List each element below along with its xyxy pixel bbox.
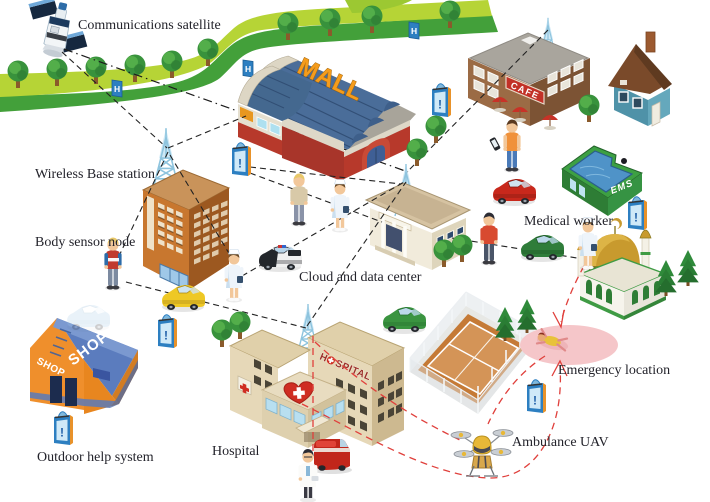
tennis-fence-front [409,329,535,414]
house-building [608,31,672,127]
label-cloud: Cloud and data center [299,270,422,285]
link-hospital-cloud [306,181,407,327]
help-post-mall [231,141,252,177]
link-basestation-mall [167,115,247,149]
emergency-arrows [551,309,568,377]
crescent-icon [611,218,622,229]
emergency-links [301,265,585,479]
emergency-zone [520,325,618,365]
label-emergency: Emergency location [558,363,670,378]
arrow-to-emergency-1 [552,309,565,329]
link-medicalworker-emergency [560,265,585,323]
cafe-umbrellas [492,97,558,130]
link-cafe-cloud [408,29,549,171]
base-station-building [141,127,231,291]
police-car-details [259,245,301,270]
link-basestation-bodysensor [119,151,169,255]
tennis-court [409,291,535,414]
faded-car [66,304,111,333]
nurse-center [330,179,350,233]
body-sensor-band [108,258,119,262]
help-post-shop [53,410,74,446]
link-satellite-basestation [61,51,168,149]
link-hospital-uav [314,341,463,442]
emergency-person [535,328,569,352]
help-post-h-1 [111,79,123,98]
label-hospital: Hospital [212,444,260,459]
link-helipad-uav-emergency [301,365,562,479]
phone-icon [489,137,501,151]
red-car [492,178,537,207]
tennis-fence-back [409,291,535,372]
ambulance [312,439,352,474]
ems-building: EMS [561,145,644,216]
help-post-taxi [157,313,178,349]
label-medical-worker: Medical worker [524,214,613,229]
link-bodysensor-hospital [125,281,307,329]
pedestrian-beige [290,173,308,227]
green-van [520,234,565,263]
cloud-data-center-building [364,163,472,270]
hospital-cross-icon [240,383,249,394]
cafe-building: CAFE [468,17,590,130]
cafe-windows [473,64,499,100]
arrow-to-emergency-2 [551,359,568,377]
help-post-ems [627,195,648,231]
ambulance-uav [450,429,514,477]
hospital-heart-helipad [283,381,314,405]
help-post-h-3 [408,21,420,40]
hospital-building: H SPITAL [228,303,406,448]
taxi [161,284,206,313]
pedestrian-red [480,212,498,266]
satellite-icon [28,0,88,58]
green-car [382,306,427,335]
link-helppost-cloudtower [249,166,402,185]
jogger [503,119,521,173]
help-post-court [526,378,547,414]
link-helppost-cloud [249,172,383,223]
label-uav: Ambulance UAV [512,435,609,450]
doctor [298,449,319,502]
label-base-station: Wireless Base station [35,167,155,182]
shop-building: SHOP SHOP [30,318,138,414]
help-post-h-2 [242,59,254,78]
link-basestation-nurse [169,154,234,261]
label-body-sensor: Body sensor node [35,235,135,250]
svg-text:H: H [318,352,329,365]
labels: Communications satellite Wireless Base s… [35,18,670,465]
help-post-cafe [431,82,452,118]
mall-building: MALL [237,52,416,182]
label-help-system: Outdoor help system [37,450,154,465]
label-satellite: Communications satellite [78,18,221,33]
